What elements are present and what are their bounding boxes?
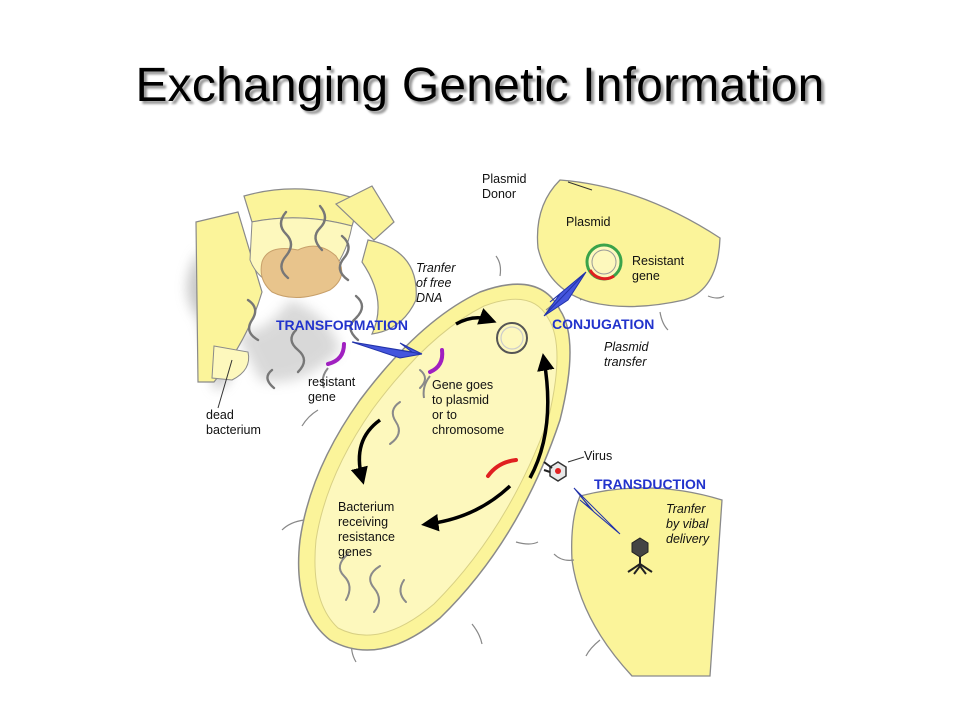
dead-bacterium [187, 185, 417, 409]
receiving-bacterium [281, 255, 603, 663]
transduction-donor-cell [553, 487, 723, 677]
conjugation-label: CONJUGATION [552, 316, 654, 332]
resistant-gene-entering [428, 348, 445, 374]
resistant-gene-label-2: gene [308, 390, 336, 404]
plasmid-donor-label-2: Donor [482, 187, 516, 201]
gene-goes-label-1: Gene goes [432, 378, 493, 392]
page-title: Exchanging Genetic Information [135, 59, 825, 112]
transformation-label: TRANSFORMATION [276, 317, 408, 333]
virus-label: Virus [584, 449, 612, 463]
transduction-desc-3: delivery [666, 532, 710, 546]
transformation-arrow [351, 341, 423, 359]
plasmid-donor-label-1: Plasmid [482, 172, 527, 186]
bacterium-receiving-label-2: receiving [338, 515, 388, 529]
gene-goes-label-2: to plasmid [432, 393, 489, 407]
resistant-gene-label-1: resistant [308, 375, 356, 389]
bacterium-receiving-label-4: genes [338, 545, 372, 559]
gene-goes-label-3: or to [432, 408, 457, 422]
transformation-desc-1: Tranfer [416, 261, 456, 275]
phage-icon [627, 537, 653, 575]
conjugation-arrow [543, 271, 587, 317]
virus-icon [543, 456, 585, 482]
resistant-gene-viral [486, 458, 518, 478]
transduction-arrow [573, 487, 621, 535]
transduction-label: TRANSDUCTION [594, 476, 706, 492]
gene-goes-label-4: chromosome [432, 423, 504, 437]
dead-bacterium-label-1: dead [206, 408, 234, 422]
resistant-gene-donor-label-1: Resistant [632, 254, 685, 268]
plasmid-label: Plasmid [566, 215, 611, 229]
conjugation-desc-2: transfer [604, 355, 647, 369]
resistant-gene-free [326, 342, 346, 366]
resistant-gene-donor-label-2: gene [632, 269, 660, 283]
bacterium-receiving-label-1: Bacterium [338, 500, 394, 514]
conjugation-desc-1: Plasmid [604, 340, 650, 354]
transformation-desc-3: DNA [416, 291, 442, 305]
transduction-desc-2: by vibal [666, 517, 710, 531]
plasmid-donor-cell [536, 179, 725, 331]
bacterium-receiving-label-3: resistance [338, 530, 395, 544]
dead-bacterium-label-2: bacterium [206, 423, 261, 437]
transformation-desc-2: of free [416, 276, 451, 290]
transduction-desc-1: Tranfer [666, 502, 706, 516]
